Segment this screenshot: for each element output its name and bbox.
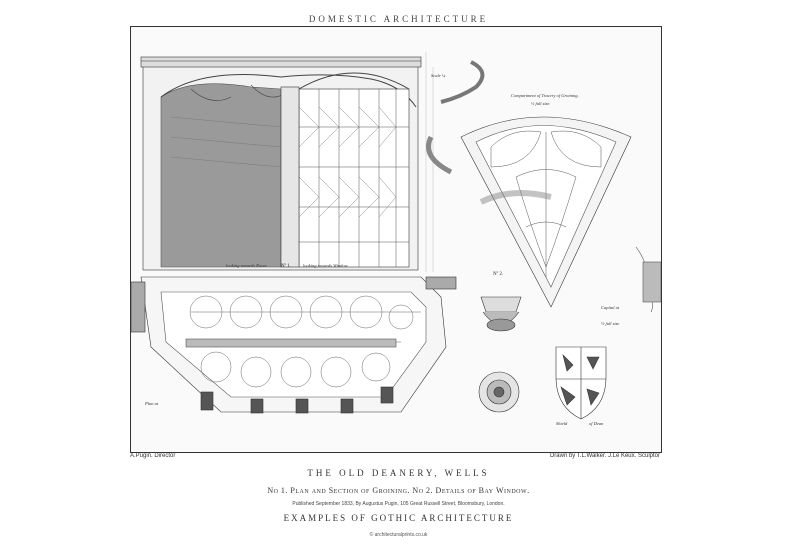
plate-title: THE OLD DEANERY, WELLS bbox=[307, 468, 490, 478]
label-looking-room: looking towards Room bbox=[226, 263, 267, 268]
section-drawing bbox=[140, 52, 434, 272]
plan-drawing bbox=[131, 276, 457, 414]
website-credit[interactable]: © architecturalprints.co.uk bbox=[369, 532, 428, 538]
label-looking-window: looking towards Window bbox=[303, 263, 348, 268]
label-compartment: Compartment of Tracery of Groining. bbox=[511, 93, 579, 98]
rose-boss-detail bbox=[478, 371, 520, 413]
label-scale: Scale ¼ bbox=[431, 73, 446, 78]
engraving-drawing: looking towards Room Nº 1. looking towar… bbox=[131, 52, 661, 426]
label-capital-scale: ½ full size bbox=[601, 321, 619, 326]
tracery-compartment bbox=[426, 60, 661, 313]
credit-engravers: Drawn by T.L.Walker. J.Le Keux. Sculptor bbox=[549, 453, 660, 459]
heraldic-shield bbox=[555, 346, 607, 420]
label-plan: Plan at bbox=[144, 401, 159, 406]
label-capital: Capital at bbox=[601, 305, 620, 310]
credit-director: A.Pugin. Director bbox=[130, 453, 176, 459]
publication-line: Published September 1833, By Augustus Pu… bbox=[292, 501, 505, 507]
running-title: DOMESTIC ARCHITECTURE bbox=[308, 14, 489, 24]
label-shield-right: of Dean bbox=[589, 421, 604, 426]
label-fig1: Nº 1. bbox=[281, 263, 291, 269]
label-shield-left: Shield bbox=[556, 421, 568, 426]
label-compartment-scale: ½ full size. bbox=[531, 101, 551, 106]
engraving-plate: looking towards Room Nº 1. looking towar… bbox=[130, 26, 662, 453]
capital-detail bbox=[480, 296, 522, 332]
label-fig2: Nº 2. bbox=[493, 271, 503, 277]
series-title: EXAMPLES OF GOTHIC ARCHITECTURE bbox=[283, 513, 514, 523]
plate-subtitle: No 1. Plan and Section of Groining. No 2… bbox=[267, 486, 530, 495]
